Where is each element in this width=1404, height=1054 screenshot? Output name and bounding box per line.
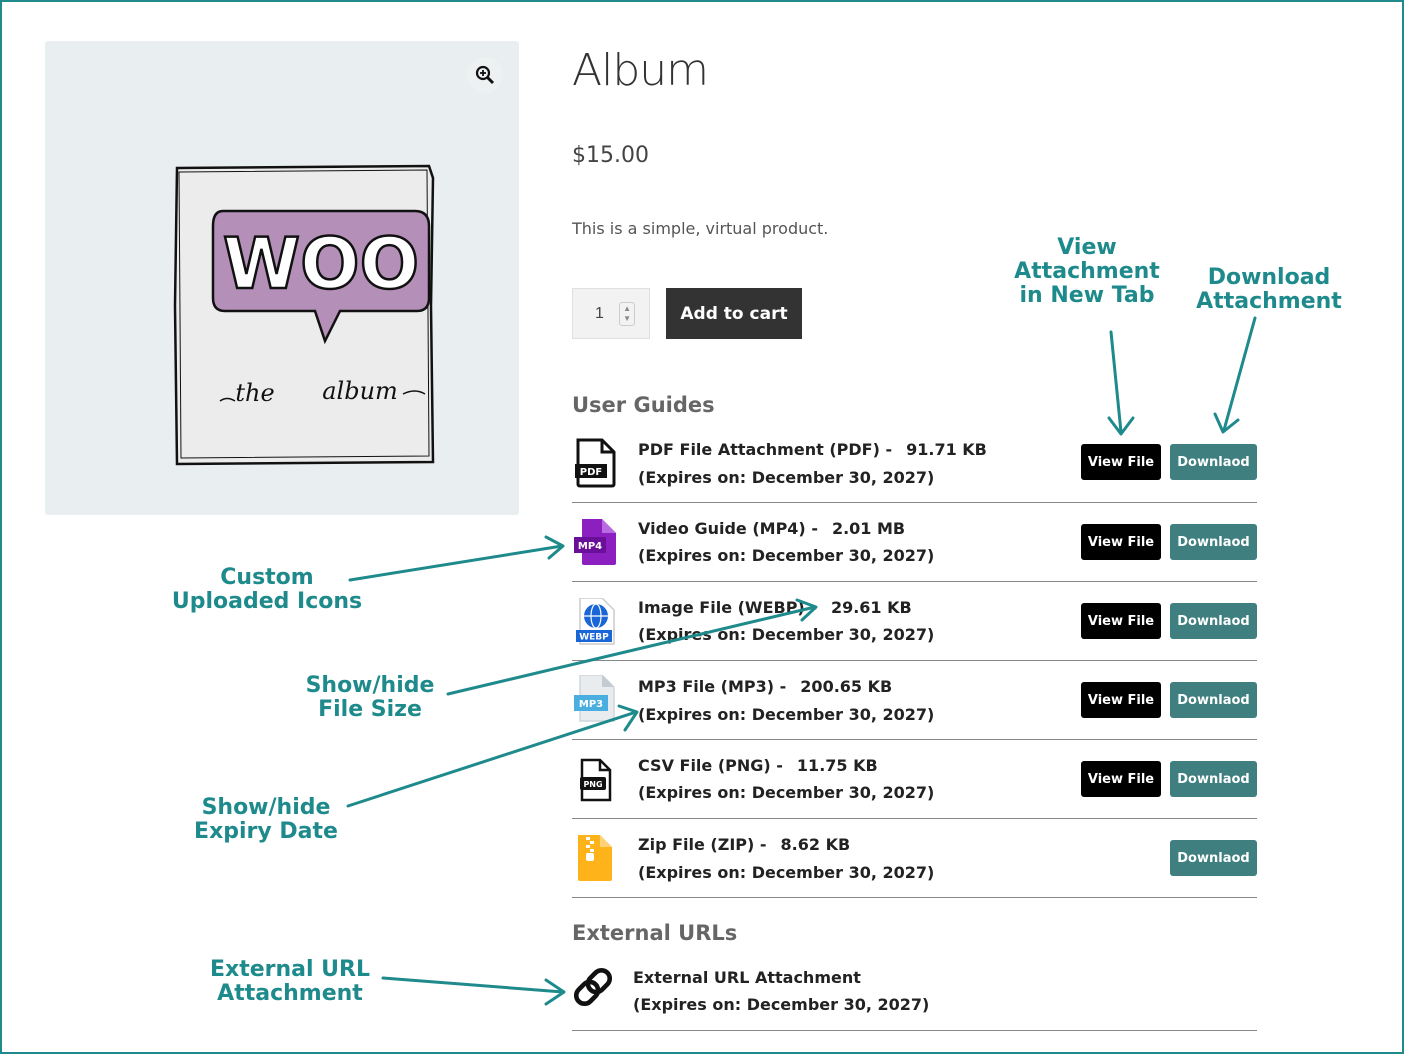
view-file-button[interactable]: View File (1081, 682, 1161, 718)
album-the-text: the (235, 379, 274, 407)
product-title: Album (572, 45, 709, 96)
arrow-expiry (346, 710, 638, 808)
view-file-button[interactable]: View File (1081, 444, 1161, 480)
annotation-file-size: Show/hide File Size (305, 673, 435, 722)
file-row: WEBP Image File (WEBP) -29.61 KB (Expire… (572, 582, 1257, 661)
view-file-button[interactable]: View File (1081, 524, 1161, 560)
file-size: 8.62 KB (780, 835, 851, 854)
zoom-in-icon (475, 65, 495, 85)
arrow-file-size (446, 605, 817, 696)
album-album-text: album (322, 377, 398, 405)
album-cover-art: WOO the album (173, 164, 435, 466)
download-button[interactable]: Downlaod (1170, 761, 1257, 797)
add-to-cart-button[interactable]: Add to cart (666, 288, 802, 339)
file-expiry: (Expires on: December 30, 2027) (638, 546, 935, 565)
quantity-stepper[interactable]: 1 ▲▼ (572, 288, 650, 339)
png-file-icon: PNG (580, 758, 612, 802)
view-file-button[interactable]: View File (1081, 603, 1161, 639)
annotation-view-attachment: View Attachment in New Tab (1014, 235, 1160, 308)
arrow-view (1109, 330, 1123, 434)
album-woo-text: WOO (223, 223, 419, 305)
product-description: This is a simple, virtual product. (572, 219, 829, 238)
product-image[interactable]: WOO the album (45, 41, 519, 515)
download-button[interactable]: Downlaod (1170, 603, 1257, 639)
svg-text:MP3: MP3 (579, 699, 603, 710)
section-heading-user-guides: User Guides (572, 393, 715, 417)
file-name: CSV File (PNG) -11.75 KB (638, 756, 878, 775)
external-url-name[interactable]: External URL Attachment (633, 968, 861, 987)
file-name: Video Guide (MP4) -2.01 MB (638, 519, 906, 538)
zip-file-icon (578, 835, 612, 881)
file-size: 29.61 KB (830, 598, 912, 617)
file-row: MP4 Video Guide (MP4) -2.01 MB (Expires … (572, 503, 1257, 582)
webp-file-icon: WEBP (576, 598, 615, 645)
annotation-external-url: External URL Attachment (209, 957, 371, 1006)
svg-text:WEBP: WEBP (579, 633, 609, 643)
external-url-row: External URL Attachment (Expires on: Dec… (572, 960, 1257, 1031)
arrow-external (381, 976, 565, 994)
zoom-button[interactable] (467, 57, 503, 93)
quantity-value: 1 (595, 304, 604, 322)
file-row: MP3 MP3 File (MP3) -200.65 KB (Expires o… (572, 661, 1257, 740)
file-expiry: (Expires on: December 30, 2027) (638, 863, 935, 882)
mp4-file-icon: MP4 (574, 519, 616, 565)
file-expiry: (Expires on: December 30, 2027) (638, 468, 935, 487)
file-size: 11.75 KB (796, 756, 878, 775)
file-name: Image File (WEBP) -29.61 KB (638, 598, 912, 617)
annotation-expiry-date: Show/hide Expiry Date (194, 795, 338, 844)
annotation-custom-icons: Custom Uploaded Icons (171, 565, 363, 614)
download-button[interactable]: Downlaod (1170, 524, 1257, 560)
arrow-custom-icons (348, 544, 564, 582)
spinner-arrows-icon[interactable]: ▲▼ (619, 301, 635, 326)
svg-text:PNG: PNG (583, 780, 602, 789)
file-row: Zip File (ZIP) -8.62 KB (Expires on: Dec… (572, 819, 1257, 898)
file-name: PDF File Attachment (PDF) -91.71 KB (638, 440, 987, 459)
download-button[interactable]: Downlaod (1170, 444, 1257, 480)
file-size: 200.65 KB (800, 677, 893, 696)
view-file-button[interactable]: View File (1081, 761, 1161, 797)
file-size: 2.01 MB (831, 519, 906, 538)
svg-text:PDF: PDF (580, 467, 602, 478)
external-url-expiry: (Expires on: December 30, 2027) (633, 995, 930, 1014)
link-icon (573, 967, 613, 1007)
section-heading-external-urls: External URLs (572, 921, 738, 945)
file-size: 91.71 KB (906, 440, 987, 459)
file-expiry: (Expires on: December 30, 2027) (638, 625, 935, 644)
product-price: $15.00 (572, 143, 649, 168)
file-row: PNG CSV File (PNG) -11.75 KB (Expires on… (572, 740, 1257, 819)
svg-text:MP4: MP4 (578, 541, 602, 552)
download-button[interactable]: Downlaod (1170, 840, 1257, 876)
file-name: MP3 File (MP3) -200.65 KB (638, 677, 893, 696)
file-expiry: (Expires on: December 30, 2027) (638, 783, 935, 802)
download-button[interactable]: Downlaod (1170, 682, 1257, 718)
file-name: Zip File (ZIP) -8.62 KB (638, 835, 851, 854)
annotation-download-attachment: Download Attachment (1196, 265, 1342, 314)
arrow-download (1222, 316, 1257, 432)
mp3-file-icon: MP3 (574, 675, 615, 722)
file-row: PDF PDF File Attachment (PDF) -91.71 KB … (572, 438, 1257, 503)
pdf-file-icon: PDF (575, 438, 616, 488)
file-expiry: (Expires on: December 30, 2027) (638, 705, 935, 724)
